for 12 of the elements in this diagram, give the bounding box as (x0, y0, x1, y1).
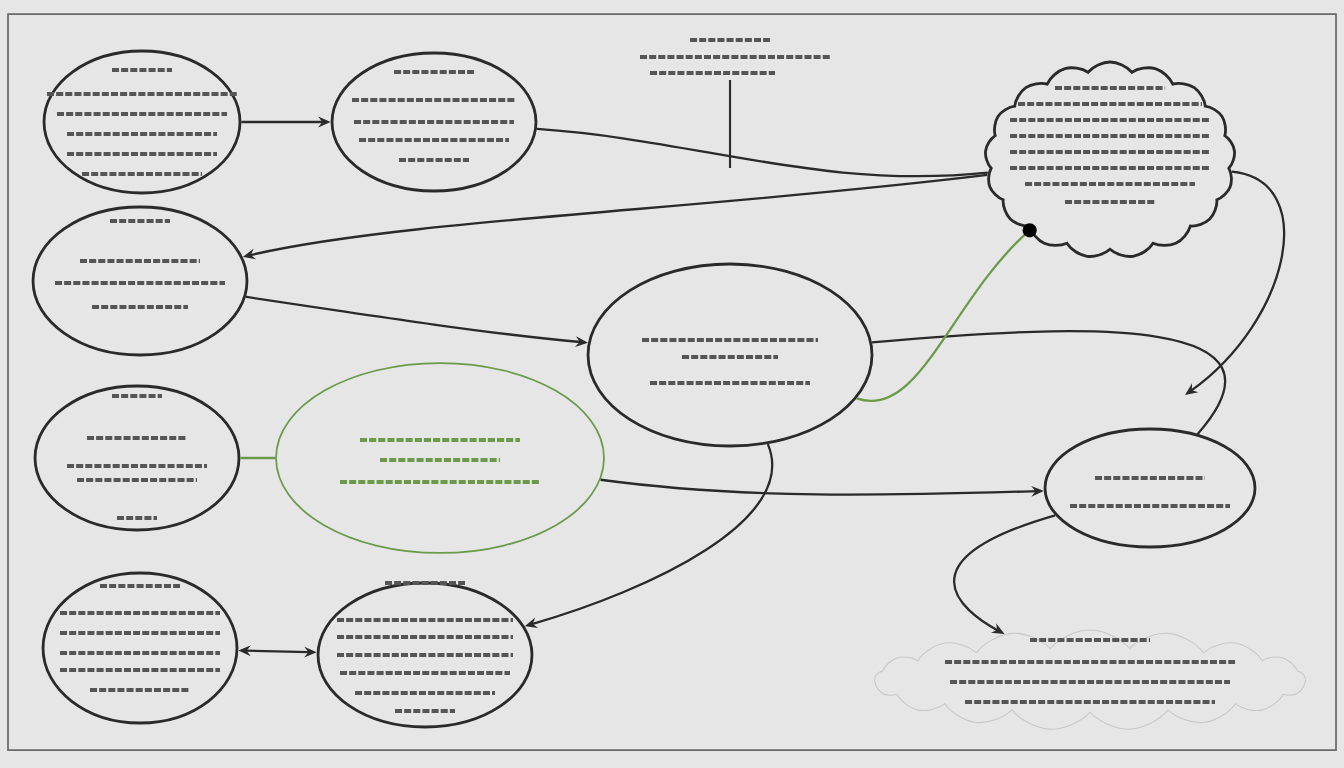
blob-outline (984, 60, 1236, 258)
blob-outline (31, 205, 249, 357)
blob-outline (275, 362, 605, 554)
blob-outline (874, 629, 1306, 730)
blob-outline (330, 51, 538, 193)
blob-outline (33, 384, 241, 532)
blob-outline (316, 581, 534, 729)
blob-outline (586, 262, 874, 448)
blob-outline (41, 571, 239, 725)
blob-outline (42, 49, 242, 195)
arrow (953, 514, 1056, 634)
blob-outline (1043, 427, 1257, 549)
